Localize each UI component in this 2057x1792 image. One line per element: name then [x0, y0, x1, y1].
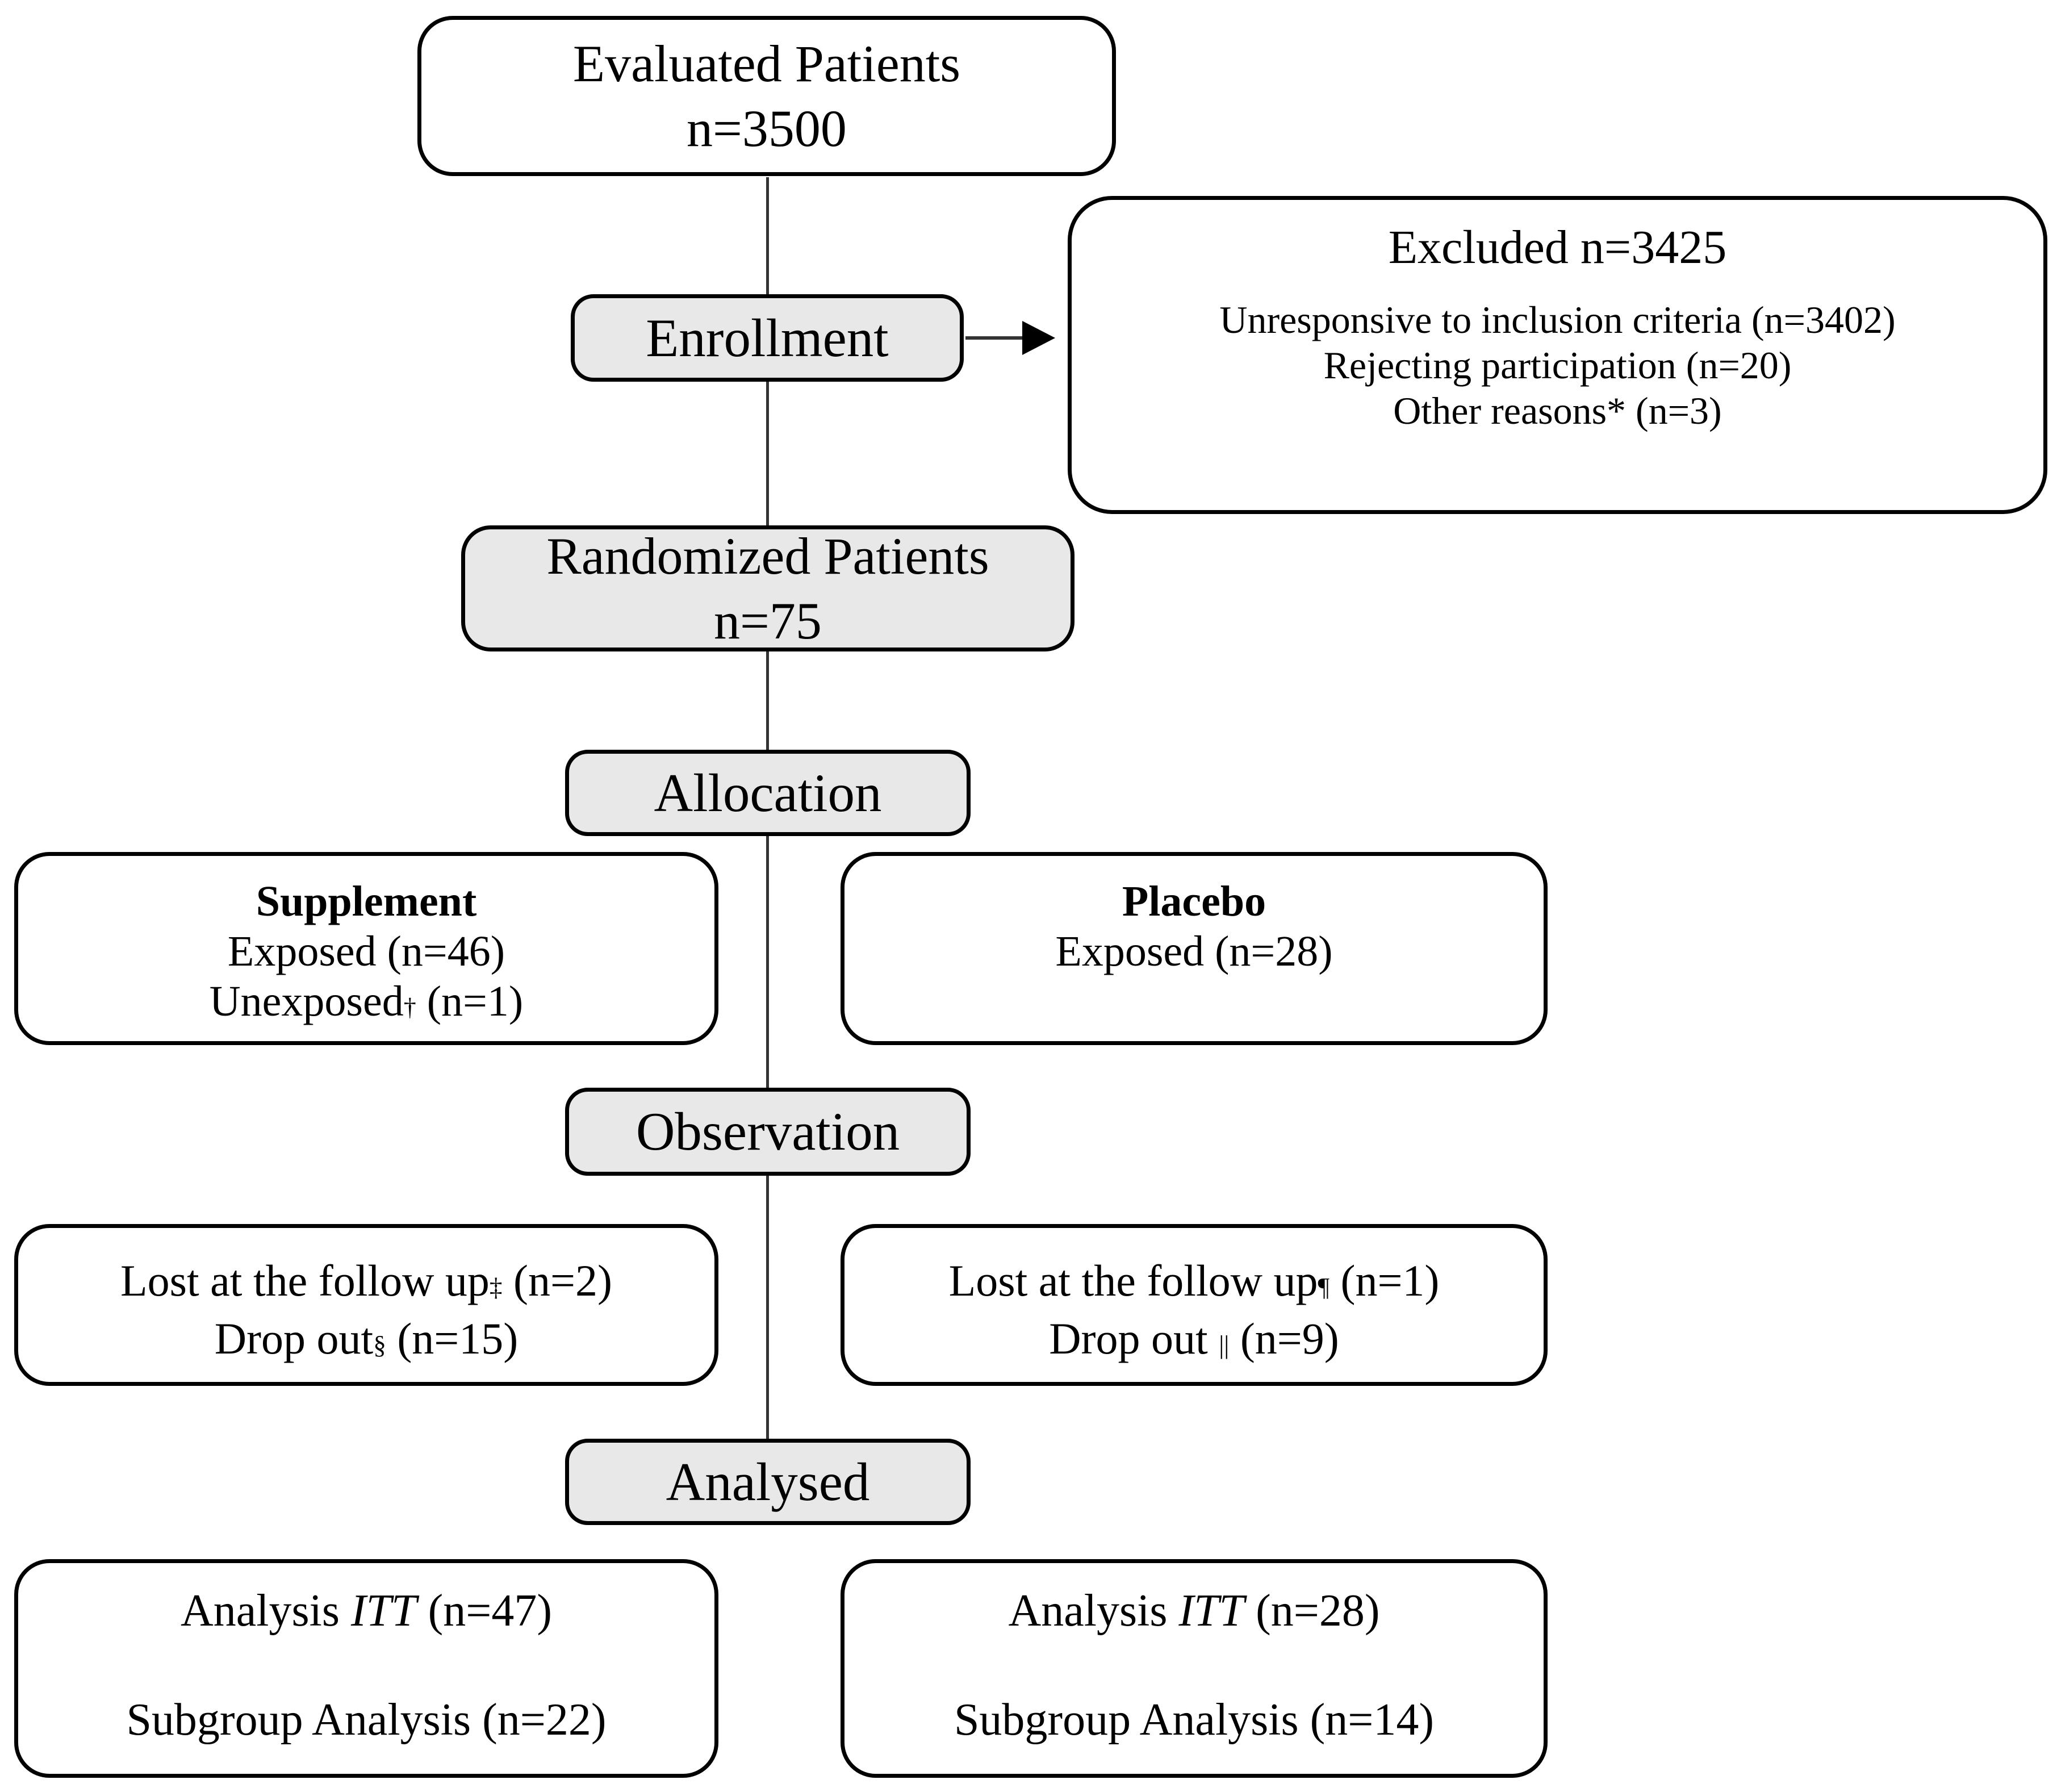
double-dagger-mark: ‡	[489, 1273, 503, 1301]
stage-analysed-label: Analysed	[666, 1451, 870, 1512]
dagger-mark: †	[403, 993, 416, 1021]
stage-allocation-label: Allocation	[654, 762, 882, 823]
box-analysis-supplement: Analysis ITT (n=47) Subgroup Analysis (n…	[14, 1559, 718, 1778]
randomized-patients-count: n=75	[714, 592, 822, 650]
box-stage-analysed: Analysed	[565, 1439, 971, 1525]
connector-allocation-observation	[766, 834, 769, 1089]
stage-observation-label: Observation	[636, 1101, 900, 1162]
itt-italic: ITT	[1178, 1586, 1245, 1636]
excluded-title: Excluded n=3425	[1388, 221, 1727, 274]
supplement-unexposed: Unexposed† (n=1)	[209, 978, 524, 1025]
arrow-line-excluded	[965, 336, 1025, 340]
box-stage-enrollment: Enrollment	[571, 294, 964, 382]
excluded-reasons: Unresponsive to inclusion criteria (n=34…	[1219, 297, 1895, 433]
parallel-mark: ||	[1219, 1331, 1230, 1359]
randomized-patients-label: Randomized Patients	[546, 527, 989, 585]
lost-supplement-followup: Lost at the follow up‡ (n=2)	[120, 1256, 612, 1305]
lost-supplement-dropout: Drop out§ (n=15)	[214, 1314, 519, 1363]
excluded-reason-2: Rejecting participation (n=20)	[1323, 343, 1792, 387]
box-stage-allocation: Allocation	[565, 750, 971, 836]
box-lost-supplement: Lost at the follow up‡ (n=2) Drop out§ (…	[14, 1224, 718, 1386]
evaluated-patients-label: Evaluated Patients	[572, 35, 961, 93]
lost-placebo-dropout: Drop out || (n=9)	[1049, 1314, 1339, 1363]
connector-observation-analysed	[766, 1173, 769, 1441]
box-stage-observation: Observation	[565, 1088, 971, 1176]
pilcrow-mark: ¶	[1318, 1273, 1329, 1301]
arrow-head-icon	[1022, 321, 1055, 355]
box-analysis-placebo: Analysis ITT (n=28) Subgroup Analysis (n…	[841, 1559, 1548, 1778]
section-mark: §	[373, 1331, 386, 1359]
placebo-title: Placebo	[1122, 878, 1266, 925]
placebo-exposed: Exposed (n=28)	[1055, 928, 1333, 975]
box-supplement-arm: Supplement Exposed (n=46) Unexposed† (n=…	[14, 852, 718, 1045]
box-lost-placebo: Lost at the follow up¶ (n=1) Drop out ||…	[841, 1224, 1548, 1386]
connector-randomized-allocation	[766, 650, 769, 752]
connector-evaluated-enrollment	[766, 177, 769, 295]
box-excluded: Excluded n=3425 Unresponsive to inclusio…	[1068, 196, 2047, 514]
evaluated-patients-count: n=3500	[687, 99, 847, 157]
lost-placebo-followup: Lost at the follow up¶ (n=1)	[948, 1256, 1440, 1305]
excluded-reason-1: Unresponsive to inclusion criteria (n=34…	[1219, 298, 1896, 341]
connector-enrollment-randomized	[766, 379, 769, 527]
itt-italic: ITT	[350, 1586, 417, 1636]
excluded-reason-3: Other reasons* (n=3)	[1393, 389, 1722, 432]
box-placebo-arm: Placebo Exposed (n=28)	[841, 852, 1548, 1045]
stage-enrollment-label: Enrollment	[646, 307, 889, 368]
box-evaluated-patients: Evaluated Patients n=3500	[417, 16, 1116, 176]
analysis-placebo-itt: Analysis ITT (n=28)	[1008, 1586, 1380, 1636]
supplement-title: Supplement	[256, 878, 477, 925]
supplement-exposed: Exposed (n=46)	[227, 928, 505, 975]
analysis-supplement-subgroup: Subgroup Analysis (n=22)	[126, 1695, 607, 1745]
box-randomized-patients: Randomized Patients n=75	[461, 525, 1075, 651]
analysis-placebo-subgroup: Subgroup Analysis (n=14)	[954, 1695, 1435, 1745]
analysis-supplement-itt: Analysis ITT (n=47)	[180, 1586, 553, 1636]
